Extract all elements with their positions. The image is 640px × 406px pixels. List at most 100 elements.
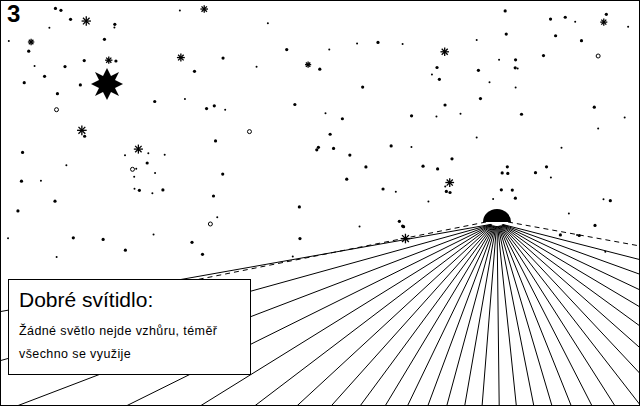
star	[315, 148, 318, 151]
star	[7, 237, 9, 239]
star	[564, 16, 567, 19]
star	[506, 172, 509, 175]
star	[146, 161, 149, 164]
star	[306, 63, 310, 67]
star	[500, 188, 503, 191]
light-ray	[360, 226, 493, 406]
star	[151, 192, 153, 194]
star	[55, 108, 59, 112]
star	[83, 18, 90, 25]
star	[69, 18, 72, 21]
star	[395, 191, 397, 193]
star	[147, 152, 149, 154]
star	[580, 39, 583, 42]
star	[477, 69, 480, 72]
star	[153, 100, 156, 103]
star	[292, 255, 294, 257]
star	[318, 68, 321, 71]
star	[23, 81, 26, 84]
star	[178, 55, 184, 61]
light-ray	[500, 226, 592, 406]
star	[54, 7, 57, 10]
star	[445, 190, 448, 193]
star	[511, 188, 514, 191]
light-ray	[447, 226, 496, 406]
star	[514, 197, 517, 200]
star	[21, 151, 24, 154]
star	[332, 147, 335, 150]
star	[554, 34, 557, 37]
star	[348, 153, 351, 156]
star	[448, 191, 451, 194]
note-box: Dobré svítidlo:Žádné světlo nejde vzhůru…	[8, 279, 251, 375]
star	[341, 117, 344, 120]
star	[390, 144, 393, 147]
star	[20, 180, 23, 183]
star	[29, 40, 34, 45]
star	[597, 128, 599, 130]
light-ray	[499, 226, 571, 406]
star	[53, 200, 56, 203]
star	[205, 107, 208, 110]
star	[306, 63, 310, 67]
star	[324, 112, 326, 114]
star	[444, 186, 446, 188]
star	[602, 198, 604, 200]
star	[506, 165, 509, 168]
star	[221, 173, 224, 176]
star	[501, 171, 504, 174]
star	[593, 224, 596, 227]
star	[63, 65, 66, 68]
star	[164, 154, 166, 156]
star	[190, 241, 193, 244]
star	[124, 154, 126, 156]
light-ray	[501, 225, 640, 373]
star	[450, 157, 453, 160]
star	[476, 136, 478, 138]
star	[256, 66, 258, 68]
star	[216, 216, 218, 218]
star	[401, 224, 404, 227]
star	[48, 27, 50, 29]
star	[431, 74, 433, 76]
light-ray	[502, 225, 640, 307]
star	[214, 139, 217, 142]
star	[72, 236, 75, 239]
light-ray	[482, 226, 496, 406]
star	[161, 188, 164, 191]
light-ray	[502, 225, 640, 326]
star	[221, 56, 224, 59]
star	[435, 66, 438, 69]
light-ray	[428, 226, 495, 406]
star	[427, 201, 429, 203]
star	[134, 188, 136, 190]
dashed-boundary	[508, 222, 640, 246]
note-body: Žádné světlo nejde vzhůru, téměř všechno…	[19, 320, 240, 366]
star	[267, 22, 269, 24]
light-ray	[385, 226, 494, 406]
star	[479, 97, 482, 100]
light-ray	[503, 224, 640, 259]
star	[212, 194, 215, 197]
star	[356, 42, 358, 44]
star	[179, 10, 181, 12]
star	[56, 256, 58, 258]
star	[298, 205, 301, 208]
light-ray	[331, 225, 493, 406]
lamp	[483, 209, 511, 222]
star	[153, 234, 155, 236]
star	[103, 38, 106, 41]
star	[504, 9, 507, 12]
star	[328, 48, 330, 50]
star	[138, 189, 141, 192]
star	[402, 225, 405, 228]
star	[113, 27, 115, 29]
star	[201, 253, 204, 256]
star	[56, 92, 59, 95]
star	[520, 113, 523, 116]
star	[345, 178, 348, 181]
star	[381, 187, 384, 190]
star	[78, 127, 85, 134]
star	[135, 168, 137, 170]
star	[16, 209, 19, 212]
